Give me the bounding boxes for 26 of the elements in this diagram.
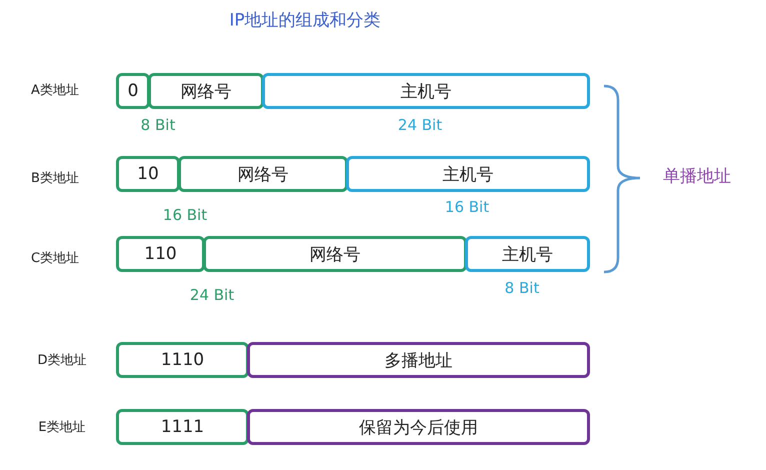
prefix-bits-box: 1111 bbox=[116, 409, 249, 445]
prefix-bits-box: 0 bbox=[116, 73, 150, 109]
network-id-box: 网络号 bbox=[148, 73, 264, 109]
bit-width-label: 8 Bit bbox=[504, 279, 540, 297]
row-label: D类地址 bbox=[38, 352, 86, 369]
reserved-box: 保留为今后使用 bbox=[247, 409, 590, 445]
bit-width-label: 24 Bit bbox=[190, 286, 234, 304]
network-id-box: 网络号 bbox=[203, 236, 467, 272]
row-label: B类地址 bbox=[31, 170, 79, 187]
row-label: A类地址 bbox=[31, 82, 79, 99]
prefix-bits-box: 1110 bbox=[116, 342, 249, 378]
host-id-box: 主机号 bbox=[262, 73, 590, 109]
host-id-box: 主机号 bbox=[346, 156, 590, 192]
diagram-title: IP地址的组成和分类 bbox=[229, 10, 381, 32]
prefix-bits-box: 110 bbox=[116, 236, 205, 272]
bit-width-label: 16 Bit bbox=[162, 206, 208, 224]
group-label: 单播地址 bbox=[663, 166, 731, 188]
prefix-bits-box: 10 bbox=[116, 156, 180, 192]
multicast-address-box: 多播地址 bbox=[247, 342, 590, 378]
bit-width-label: 8 Bit bbox=[140, 116, 176, 134]
bit-width-label: 24 Bit bbox=[398, 116, 442, 134]
network-id-box: 网络号 bbox=[178, 156, 348, 192]
bit-width-label: 16 Bit bbox=[444, 198, 490, 216]
row-label: C类地址 bbox=[30, 250, 80, 267]
host-id-box: 主机号 bbox=[465, 236, 590, 272]
row-label: E类地址 bbox=[38, 419, 86, 436]
